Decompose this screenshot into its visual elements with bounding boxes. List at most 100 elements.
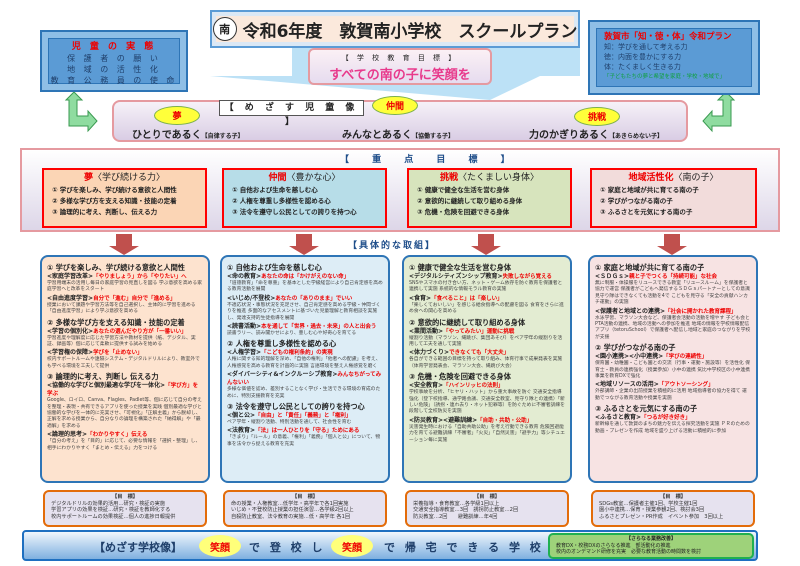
action-heading: ① 学びを楽しみ、学び続ける意欲と人間性 [47, 263, 185, 272]
target-box-title: 【目 標】 [112, 494, 138, 500]
action-sub-label: <人権学習> [227, 349, 262, 357]
action-body: 水泳学習、マラソン大会など、保護者会活動の活動を増やす 子ども会とPTA活動の連… [595, 315, 751, 340]
action-sub-slogan: あなたの選んだやり方が「一番いい」 [93, 328, 187, 335]
action-subheading: <協働的な学びと個別最適な学びを一体化>「学び方」を学ぶ [47, 382, 203, 398]
action-sub-label: <いじめ/不登校> [227, 294, 276, 302]
egao-oval-1: 笑顔 [199, 535, 241, 557]
city-plan-box: 敦賀市「知・徳・体」令和プラン 知：学びを通して考える力 徳：内面を豊かにする力… [588, 20, 760, 95]
action-sub-slogan: 「社会に開かれた教育課程」 [665, 308, 737, 315]
right-green-arrow-icon [702, 91, 736, 133]
action-body: 無に制服・体操服をリユースできる教室「リユースルーム」を保護者と協力で運営 保護… [595, 281, 750, 306]
priority-goals-title: 【 重 点 目 標 】 [340, 155, 520, 165]
action-subheading: <地域リソースの活用>「アウトソーシング」 [595, 381, 751, 389]
target-box-title: 【目 標】 [292, 494, 318, 500]
priority-goals: 【 重 点 目 標 】 夢〈学び続ける力〉① 学びを楽しみ、学び続ける意欲と人間… [20, 148, 780, 232]
target-line: いじめ・不登校防止授業の担任演習…各学級2回以上 [231, 507, 354, 513]
action-sub-slogan: できなくても「大丈夫」 [449, 350, 510, 357]
action-sub-slogan: 失敗しながら覚える [502, 274, 552, 280]
action-sub-slogan: 「つるが好き好き」 [641, 415, 691, 422]
action-sub-label: <保護者と地域との連携> [595, 307, 665, 315]
action-heading: ③ ふるさとを元気にする南の子 [595, 404, 698, 414]
target-line: 校内サポートルームの効果検証…個人の進捗日報提供 [51, 513, 176, 520]
action-body: 授業において課題や学習方法等を自己選択し、主体的に学習を進める「自由進度学習」に… [47, 302, 196, 315]
target-school-label: 【めざす学校像】 [94, 541, 182, 554]
action-sub-label: <自由進度学習> [47, 294, 94, 302]
action-sub-slogan: 「わかりやすく」伝える [87, 432, 148, 439]
priority-goal-desc: 〈豊かな心〉 [286, 173, 341, 183]
action-subheading: <いじめ/不登校>あなたの「ありのまま」でいい [227, 295, 383, 303]
concrete-actions-label: 【具体的な取組】 [348, 241, 437, 251]
priority-goal-item: ① 健康で健全な生活を営む身体 [417, 186, 510, 194]
target-line: 命の授業・人権教室…低学年・高学年で各1回実施 [231, 500, 349, 507]
action-body: 縦割り活動（マラソン、縄跳び、集団あそび）をペア学年の縦割りを活用して工夫を通し… [409, 335, 563, 348]
target-line: 交通安全指導教室…3回 誘拐防止教室…2回 [413, 507, 519, 513]
priority-goal-item: ③ ふるさとを元気にする南の子 [600, 208, 693, 216]
action-subheading: <園小連携><小中連携>「学びの連続性」 [595, 353, 751, 361]
action-sub-slogan: 「ハインリッヒの法則」 [443, 383, 504, 390]
target-school-end: で 帰 宅 で き る 学 校 [384, 541, 544, 554]
school-goal-box: 【 学 校 教 育 目 標 】 すべての南の子に笑顔を [308, 48, 492, 85]
action-sub-slogan: みんなちがってみんないい [227, 372, 382, 387]
priority-goal-item: ② 人権を尊重し多様性を認める心 [232, 197, 331, 205]
action-sub-label: <ＳＤＧｓ> [595, 273, 630, 280]
action-subheading: <食育>「食べること」は「楽しい」 [409, 295, 565, 303]
target-box-title: 【目 標】 [474, 494, 500, 500]
action-sub-slogan: 「アウトソーシング」 [658, 382, 714, 389]
target-child-label: 【 め ざ す 児 童 像 】 [219, 100, 364, 127]
action-subheading: <ふるさと教育>「つるが好き好き」 [595, 414, 751, 422]
action-sub-label: <食育> [409, 294, 432, 302]
target-line: デジタルドリルの効果的活用…研究・検証の実施 [51, 500, 166, 507]
priority-goal-item: ① 家庭と地域が共に育てる南の子 [600, 186, 699, 194]
work-improvement-title: 【さらなる業務改善】 [625, 536, 676, 542]
plan-note: 「子どもたちの夢と希望を家庭・学校・地域で」 [604, 74, 726, 80]
priority-goal-heading: 仲間〈豊かな心〉 [232, 173, 377, 184]
left-green-arrow-icon [64, 91, 98, 133]
egao-oval-2: 笑顔 [331, 535, 373, 557]
priority-goal-item: ① 自他および生命を慈しむ心 [232, 186, 318, 194]
action-sub-label: <地域リソースの活用> [595, 381, 659, 389]
child-image-1: ひとりであるく【自律する子】 [132, 130, 244, 141]
priority-goal-item: ③ 法令を遵守し公民としての誇りを持つ心 [232, 208, 357, 216]
action-sub-slogan: 「食べること」は「楽しい」 [431, 295, 503, 302]
action-sub-label: <体力づくり> [409, 349, 450, 357]
target-line: 園小中連携…保育・授業参観2回、検討会3回 [599, 507, 705, 513]
target-child-box: 夢 【 め ざ す 児 童 像 】 仲間 挑戦 ひとりであるく【自律する子】 み… [112, 96, 688, 142]
action-sub-slogan: 「自助・共助・公助」 [477, 417, 533, 424]
action-sub-label: <協働的な学びと個別最適な学びを一体化> [47, 382, 166, 390]
action-heading: ① 自他および生命を慈しむ心 [227, 263, 322, 272]
target-line: 栄養指導・食育教室…各学級1回以上 [413, 500, 500, 507]
plan-line: 体：たくましく生きる力 [604, 63, 681, 71]
action-body: ペア学年・縦割り活動、特別活動を通して、社会性を育む [227, 420, 352, 426]
oval-nakama: 仲間 [372, 96, 418, 115]
target-box: 【目 標】栄養指導・食育教室…各学級1回以上交通安全指導教室…3回 誘拐防止教室… [405, 490, 569, 527]
action-sub-label: <法教育> [227, 427, 256, 435]
priority-goal-key: 夢 [83, 173, 93, 183]
action-column: ① 自他および生命を慈しむ心<命の教育>あなたの命は「かけがえのない命」「道徳教… [220, 255, 390, 483]
priority-goal-box: 仲間〈豊かな心〉 ① 自他および生命を慈しむ心 ② 人権を尊重し多様性を認める心 ③ … [222, 168, 387, 228]
target-line: ふるさとプレゼン・PR作成 イベント参加 3回以上 [599, 513, 724, 520]
action-heading: ② 学びがつながる南の子 [595, 343, 676, 353]
action-subheading: <体力づくり>できなくても「大丈夫」 [409, 349, 565, 357]
action-body: 外部講師・企業の出前授業を積極的に活用 地域指導者の協力を得て 運動でつながる教… [595, 389, 747, 401]
action-body: 「楽しくておいしい」を感じる給食指導への配慮を図る 食育をさらに進め食への関心を… [409, 302, 564, 315]
status-line: 地 域 の 活 性 化 [67, 65, 161, 74]
action-sub-label: <業間活動> [409, 327, 444, 335]
target-school-bar: 【めざす学校像】 笑顔 で 登 校 し 笑顔 で 帰 宅 で き る 学 校 【… [22, 530, 758, 561]
status-line: 教 育 公 務 員 の 使 命 [50, 76, 178, 85]
action-sub-slogan: 自分で「進む」自分で「進める」 [93, 295, 176, 302]
action-subheading: <論理的思考>「わかりやすく」伝える [47, 431, 203, 439]
priority-goal-desc: 〈たくましい身体〉 [458, 173, 540, 183]
target-box: 【目 標】SDGs教室…保護者主催1回、学校主催1回園小中連携…保育・授業参観2… [591, 490, 755, 527]
priority-goal-item: ① 学びを楽しみ、学び続ける意欲と人間性 [52, 186, 177, 194]
priority-goal-desc: 〈南の子〉 [673, 173, 719, 183]
action-body: 「きまり」「ルール」の意義、「権利」「義務」「個人と公」について、物事を法令から… [227, 435, 381, 447]
down-arrow-icon [657, 234, 687, 255]
action-subheading: <安全教育>「ハインリッヒの法則」 [409, 382, 565, 390]
action-sub-label: <ダイバーシティ&インクルーシブ教育> [227, 371, 338, 379]
action-body: 新幹線を通して敦賀のまちの魅力を伝える探究活動を実施 ＰＲのための動画・プレゼン… [595, 422, 750, 434]
action-subheading: <法教育>「法」は一人ひとりを「守る」ためにある [227, 427, 383, 435]
oval-chosen: 挑戦 [574, 107, 620, 126]
action-body: 各自ができる範囲の目標を持って取り組み、体育行事で成果発表を実施（体育学習発表会… [409, 357, 563, 369]
priority-goal-heading: 挑戦〈たくましい身体〉 [417, 173, 562, 184]
